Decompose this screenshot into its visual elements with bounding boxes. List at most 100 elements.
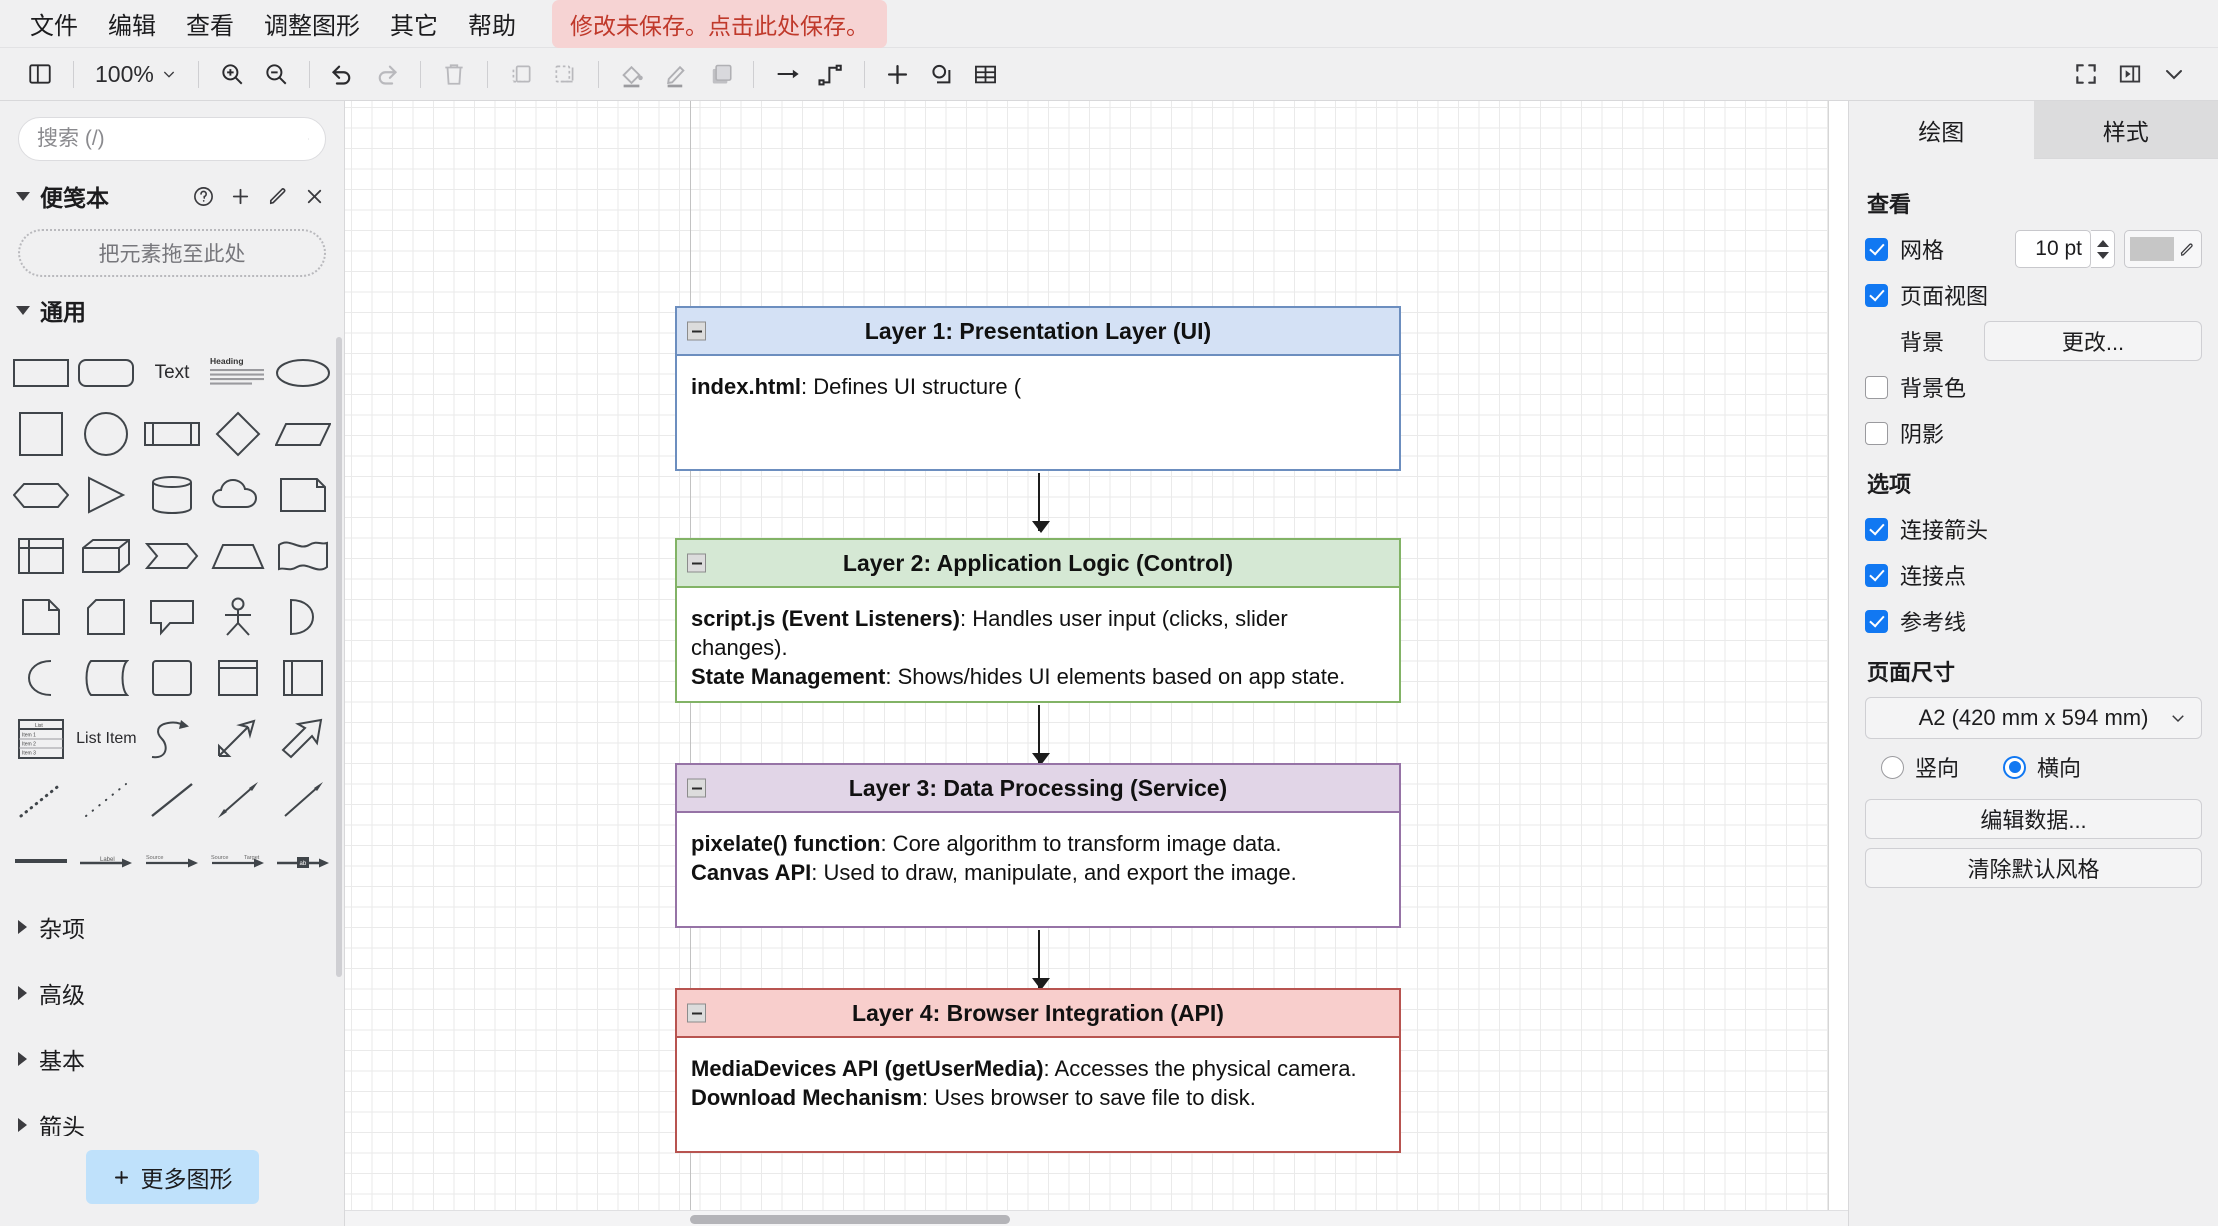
menu-file[interactable]: 文件: [16, 2, 92, 45]
menu-extras[interactable]: 其它: [376, 2, 452, 45]
shadow-icon[interactable]: [698, 54, 742, 94]
connector-1-2[interactable]: [1038, 473, 1040, 531]
canvas-horizontal-scrollbar[interactable]: [345, 1210, 1848, 1226]
shape-actor[interactable]: [205, 587, 271, 646]
shape-hexagon[interactable]: [8, 465, 74, 524]
collapse-icon[interactable]: [687, 554, 706, 573]
node-layer-1[interactable]: Layer 1: Presentation Layer (UI) index.h…: [675, 306, 1401, 471]
shape-source-target-arrow[interactable]: Source: [139, 831, 205, 890]
shape-parallelogram[interactable]: [270, 404, 336, 463]
to-back-icon[interactable]: [543, 54, 587, 94]
shape-ellipse[interactable]: [270, 343, 336, 402]
node-layer-4[interactable]: Layer 4: Browser Integration (API) Media…: [675, 988, 1401, 1153]
menu-edit[interactable]: 编辑: [94, 2, 170, 45]
shape-bidirectional-block-arrow[interactable]: [205, 709, 271, 768]
shape-circle[interactable]: [74, 404, 140, 463]
sidebar-scrollbar[interactable]: [336, 337, 342, 977]
zoom-in-icon[interactable]: [210, 54, 254, 94]
paper-size-select[interactable]: A2 (420 mm x 594 mm): [1865, 697, 2202, 739]
add-icon[interactable]: [229, 185, 252, 208]
connection-arrow-icon[interactable]: [765, 54, 809, 94]
insert-icon[interactable]: [876, 54, 920, 94]
shape-square[interactable]: [8, 404, 74, 463]
shape-bidirectional-arrow[interactable]: [205, 770, 271, 829]
shape-container2[interactable]: [205, 648, 271, 707]
shape-and[interactable]: [8, 648, 74, 707]
zoom-level-selector[interactable]: 100%: [85, 56, 187, 93]
delete-icon[interactable]: [432, 54, 476, 94]
shape-diamond[interactable]: [205, 404, 271, 463]
shape-trapezoid[interactable]: [205, 526, 271, 585]
shape-list[interactable]: List Item 1 Item 2 Item 3: [8, 709, 74, 768]
sidebar-category-advanced[interactable]: 高级: [0, 960, 344, 1026]
shape-list-item[interactable]: List Item: [74, 709, 140, 768]
unsaved-changes-notice[interactable]: 修改未保存。点击此处保存。: [552, 0, 887, 48]
shape-document[interactable]: [270, 465, 336, 524]
clear-default-style-button[interactable]: 清除默认风格: [1865, 848, 2202, 888]
shape-edge-with-box[interactable]: ab: [270, 831, 336, 890]
undo-icon[interactable]: [321, 54, 365, 94]
insert-shape-icon[interactable]: [920, 54, 964, 94]
to-front-icon[interactable]: [499, 54, 543, 94]
waypoints-icon[interactable]: [809, 54, 853, 94]
format-panel-icon[interactable]: [2108, 54, 2152, 94]
shape-dotted-line[interactable]: [8, 770, 74, 829]
background-change-button[interactable]: 更改...: [1984, 321, 2202, 361]
shape-rectangle[interactable]: [8, 343, 74, 402]
shape-curved-arrow[interactable]: [139, 709, 205, 768]
shape-callout[interactable]: [139, 587, 205, 646]
shape-internal-storage[interactable]: [8, 526, 74, 585]
scratchpad-drop-zone[interactable]: 把元素拖至此处: [18, 229, 326, 277]
grid-checkbox[interactable]: [1865, 238, 1888, 261]
menu-arrange[interactable]: 调整图形: [250, 2, 374, 45]
shape-labeled-arrow[interactable]: Label: [74, 831, 140, 890]
shape-textbox-heading[interactable]: Heading: [205, 343, 271, 402]
edit-icon[interactable]: [266, 185, 289, 208]
shape-rounded-rectangle[interactable]: [74, 343, 140, 402]
stepper-up-icon[interactable]: [2097, 240, 2109, 247]
menu-help[interactable]: 帮助: [454, 2, 530, 45]
grid-color-picker[interactable]: [2124, 230, 2202, 268]
shape-cube[interactable]: [74, 526, 140, 585]
tab-diagram[interactable]: 绘图: [1849, 101, 2034, 159]
general-section-header[interactable]: 通用: [0, 281, 344, 337]
shape-datastorage[interactable]: [74, 648, 140, 707]
background-color-checkbox[interactable]: [1865, 376, 1888, 399]
shape-cloud[interactable]: [205, 465, 271, 524]
shape-note[interactable]: [8, 587, 74, 646]
search-box[interactable]: [18, 117, 326, 161]
shape-triangle[interactable]: [74, 465, 140, 524]
sidebar-toggle-icon[interactable]: [18, 54, 62, 94]
more-shapes-button[interactable]: 更多图形: [86, 1150, 259, 1204]
help-icon[interactable]: [192, 185, 215, 208]
menu-view[interactable]: 查看: [172, 2, 248, 45]
radio-landscape[interactable]: [2003, 756, 2026, 779]
line-color-icon[interactable]: [654, 54, 698, 94]
fullscreen-icon[interactable]: [2064, 54, 2108, 94]
grid-size-stepper[interactable]: [2091, 230, 2115, 268]
connection-arrows-checkbox[interactable]: [1865, 518, 1888, 541]
shape-card[interactable]: [74, 587, 140, 646]
toolbar-chevron-down-icon[interactable]: [2152, 54, 2196, 94]
shape-process[interactable]: [139, 404, 205, 463]
shape-link-line[interactable]: [8, 831, 74, 890]
sidebar-category-basic[interactable]: 基本: [0, 1026, 344, 1092]
canvas-scrollbar-thumb[interactable]: [690, 1215, 1010, 1224]
grid-size-input[interactable]: 10 pt: [2015, 230, 2091, 268]
sidebar-category-misc[interactable]: 杂项: [0, 894, 344, 960]
edit-data-button[interactable]: 编辑数据...: [1865, 799, 2202, 839]
collapse-icon[interactable]: [687, 1004, 706, 1023]
close-icon[interactable]: [303, 185, 326, 208]
diagram-canvas[interactable]: Layer 1: Presentation Layer (UI) index.h…: [345, 101, 1848, 1226]
zoom-out-icon[interactable]: [254, 54, 298, 94]
collapse-icon[interactable]: [687, 322, 706, 341]
connection-points-checkbox[interactable]: [1865, 564, 1888, 587]
tab-style[interactable]: 样式: [2034, 101, 2218, 159]
shape-step[interactable]: [139, 526, 205, 585]
connector-3-4[interactable]: [1038, 930, 1040, 988]
shape-container1[interactable]: [139, 648, 205, 707]
shape-directional-arrow[interactable]: [270, 770, 336, 829]
node-layer-3[interactable]: Layer 3: Data Processing (Service) pixel…: [675, 763, 1401, 928]
fill-color-icon[interactable]: [610, 54, 654, 94]
node-layer-2[interactable]: Layer 2: Application Logic (Control) scr…: [675, 538, 1401, 703]
